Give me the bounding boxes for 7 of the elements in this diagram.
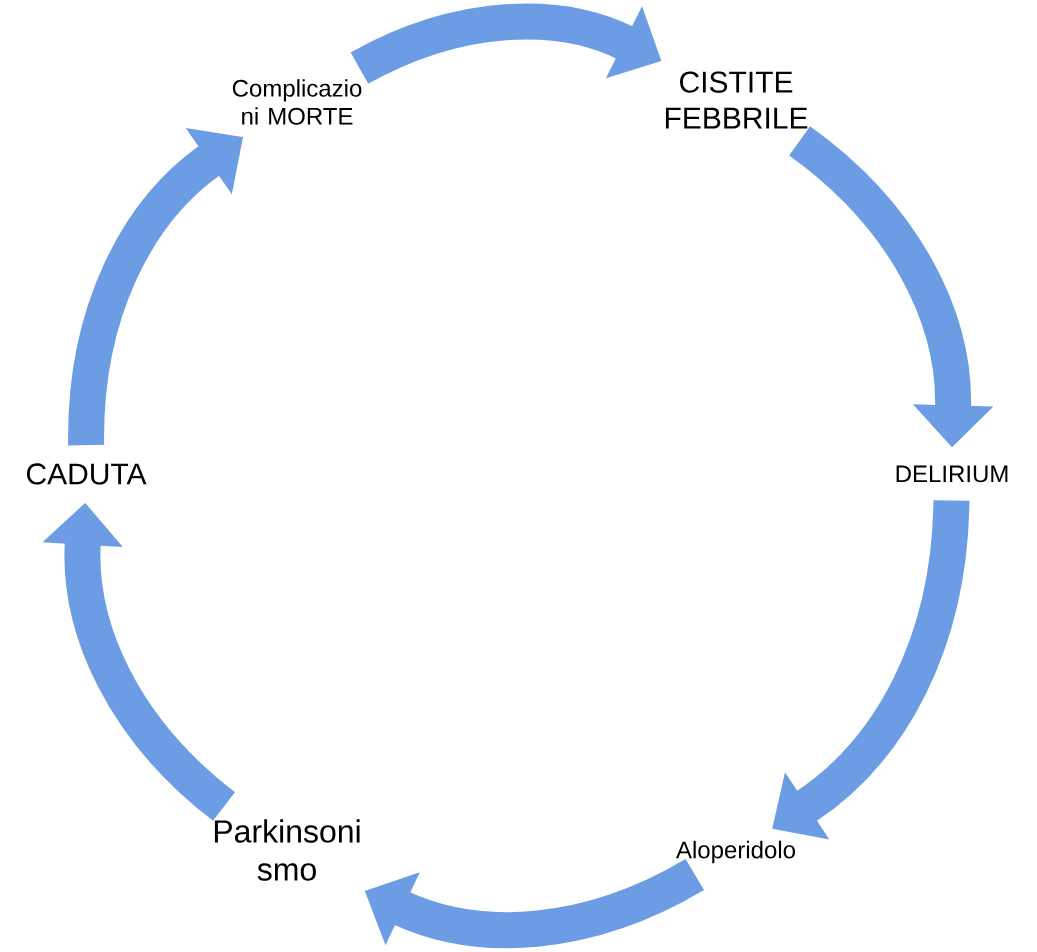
node-label: CISTITE FEBBRILE bbox=[665, 71, 808, 129]
node-label: Complicazio ni MORTE bbox=[232, 79, 362, 125]
curved-arrow bbox=[68, 128, 243, 446]
node-label: Parkinsoni smo bbox=[214, 819, 360, 881]
node-label: CADUTA bbox=[26, 463, 147, 485]
node-label: Aloperidolo bbox=[676, 840, 795, 864]
node-label: DELIRIUM bbox=[896, 465, 1008, 483]
